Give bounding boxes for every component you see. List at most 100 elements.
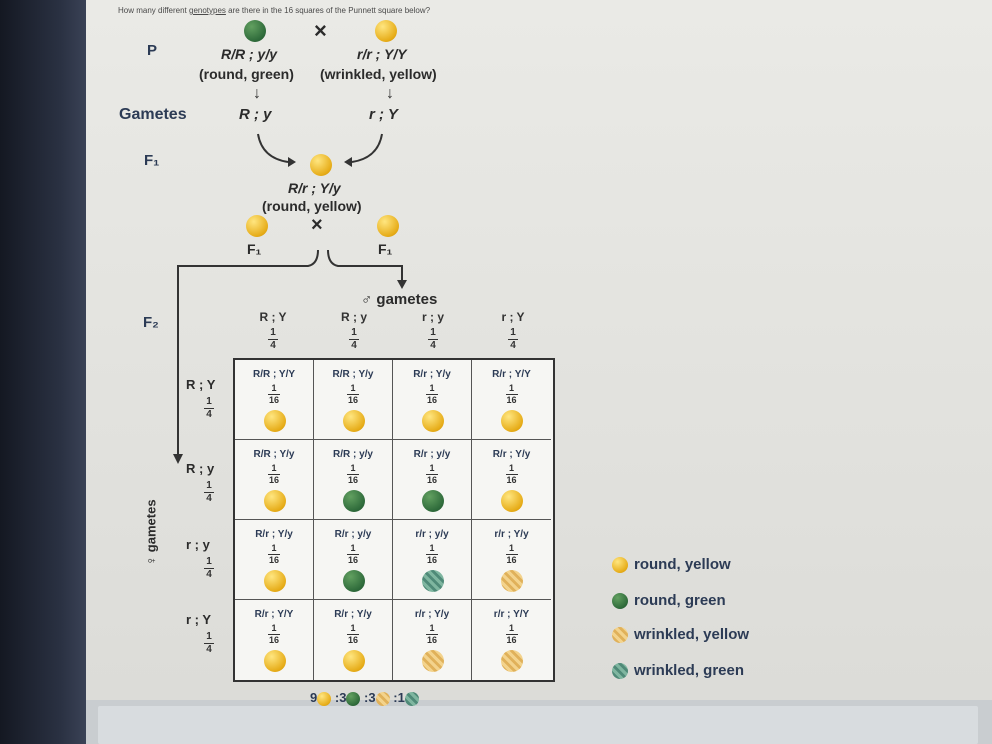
parent-left-phenotype: (round, green) [199, 66, 294, 82]
f1-genotype: R/r ; Y/y [288, 180, 341, 196]
numerator: 1 [206, 480, 212, 491]
round-yellow-pea-icon [422, 410, 444, 432]
denominator: 4 [270, 340, 276, 351]
numerator: 1 [206, 556, 212, 567]
cell-genotype: R/r ; Y/y [492, 449, 531, 460]
numerator: 1 [508, 543, 514, 553]
cell-genotype: r/r ; Y/y [494, 529, 529, 540]
round-yellow-pea-icon [317, 691, 332, 706]
numerator: 1 [351, 327, 357, 338]
round-yellow-pea-icon [264, 410, 286, 432]
denominator: 4 [430, 340, 436, 351]
numerator: 1 [350, 623, 356, 633]
parent-right-genotype: r/r ; Y/Y [357, 46, 407, 62]
numerator: 1 [429, 623, 435, 633]
numerator: 1 [206, 396, 212, 407]
numerator: 1 [271, 543, 277, 553]
denominator: 16 [426, 395, 437, 405]
denominator: 16 [268, 555, 279, 565]
denominator: 4 [206, 493, 212, 504]
cell-genotype: R/R ; y/y [332, 449, 373, 460]
round-yellow-pea-icon [264, 490, 286, 512]
round-yellow-pea-icon [612, 557, 628, 573]
denominator: 4 [206, 644, 212, 655]
genotypes-link[interactable]: genotypes [189, 6, 226, 15]
cell-genotype: R/r ; y/y [334, 529, 372, 540]
question-suffix: are there in the 16 squares of the Punne… [225, 6, 431, 15]
monitor-bezel [0, 0, 86, 744]
answer-panel[interactable] [98, 706, 978, 744]
round-yellow-pea-icon [501, 490, 523, 512]
legend-label: wrinkled, yellow [634, 626, 750, 643]
denominator: 16 [426, 555, 437, 565]
cross-symbol: × [314, 18, 327, 43]
denominator: 16 [347, 395, 358, 405]
round-yellow-pea-icon [264, 650, 286, 672]
f2-row-label: F₂ [143, 314, 159, 331]
f1-row-label: F₁ [144, 152, 160, 169]
phenotype-ratio: 9 :3 :3 :1 [310, 690, 419, 706]
cell-genotype: R/r ; Y/y [255, 529, 293, 540]
row-gamete: r ; Y [186, 612, 212, 627]
numerator: 1 [270, 327, 276, 338]
column-gamete: r ; Y [501, 310, 525, 324]
legend-label: round, green [634, 592, 726, 609]
numerator: 1 [430, 327, 436, 338]
parent-left-genotype: R/R ; y/y [221, 46, 278, 62]
yellow-pea-icon [375, 20, 397, 42]
cell-genotype: R/R ; Y/y [332, 369, 374, 380]
cell-genotype: r/r ; Y/Y [493, 609, 530, 620]
wrinkled-green-pea-icon [612, 663, 628, 679]
ratio-value: 9 [310, 690, 318, 705]
round-green-pea-icon [343, 570, 365, 592]
female-gametes-label: ♀ gametes [143, 499, 159, 566]
round-green-pea-icon [346, 691, 361, 706]
cell-genotype: R/r ; Y/y [413, 369, 451, 380]
denominator: 16 [268, 395, 279, 405]
green-pea-icon [244, 20, 266, 42]
legend-label: wrinkled, green [634, 662, 745, 679]
numerator: 1 [508, 463, 514, 473]
denominator: 4 [206, 569, 212, 580]
punnett-cell: R/r ; Y/y 1 16 [235, 520, 314, 600]
denominator: 16 [426, 475, 437, 485]
question-prefix: How many different [118, 6, 189, 15]
down-arrow-icon: ↓ [386, 85, 394, 102]
cell-genotype: R/r ; Y/y [334, 609, 372, 620]
numerator: 1 [206, 631, 212, 642]
cell-genotype: r/r ; Y/y [414, 609, 450, 620]
denominator: 16 [506, 475, 517, 485]
parent-right-phenotype: (wrinkled, yellow) [320, 66, 437, 82]
wrinkled-yellow-pea-icon [501, 570, 523, 592]
row-gamete: R ; Y [186, 377, 216, 392]
cell-genotype: r/r ; y/y [415, 529, 449, 540]
f2-bracket-lines [173, 249, 407, 464]
gamete-right: r ; Y [369, 106, 398, 123]
numerator: 1 [271, 463, 277, 473]
numerator: 1 [429, 463, 435, 473]
